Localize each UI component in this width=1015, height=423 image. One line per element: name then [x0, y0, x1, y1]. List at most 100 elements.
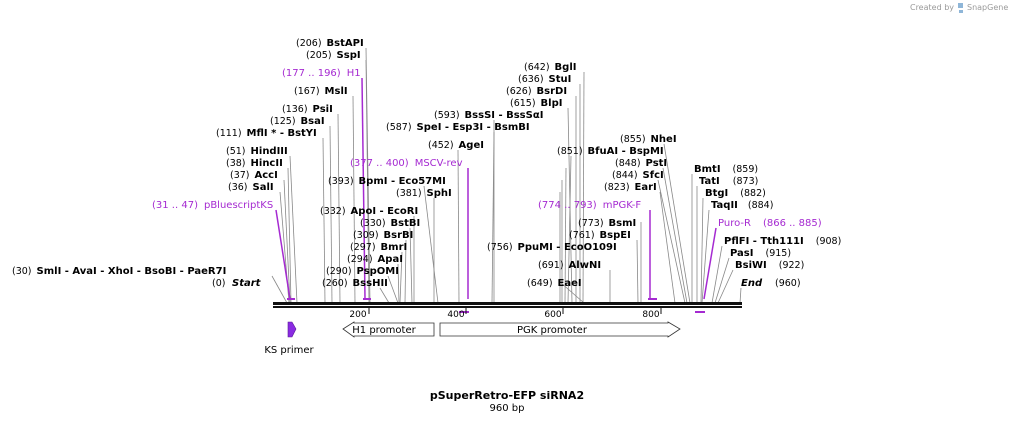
site-position: (330): [360, 218, 386, 229]
primer-name: Puro-R: [718, 218, 751, 229]
site-label[interactable]: (626)BsrDI: [506, 86, 567, 97]
primer-label-puro-r[interactable]: Puro-R(866 .. 885): [718, 218, 822, 229]
site-position: (848): [615, 158, 641, 169]
primer-connector-h1: [361, 77, 366, 300]
pgk-promoter-arrow: [439, 321, 681, 338]
ruler-label: 600: [544, 310, 561, 320]
feature-ks-primer[interactable]: KS primer: [264, 321, 315, 356]
site-position: (922): [779, 260, 805, 271]
ruler-label: 200: [349, 310, 366, 320]
site-position: (823): [604, 182, 630, 193]
ruler-label: 800: [642, 310, 659, 320]
site-label[interactable]: (125)BsaI: [270, 116, 325, 127]
site-label[interactable]: (38) HincII: [226, 158, 283, 169]
primer-label-pbluescriptks[interactable]: (31 .. 47)pBluescriptKS: [152, 200, 273, 211]
site-label[interactable]: (111)MflI * - BstYI: [216, 128, 317, 139]
site-label[interactable]: BtgI(882): [705, 188, 766, 199]
site-label[interactable]: (855)NheI: [620, 134, 677, 145]
site-label[interactable]: (136)PsiI: [282, 104, 333, 115]
plasmid-name: pSuperRetro-EFP siRNA2: [430, 389, 584, 402]
site-position: (773): [578, 218, 604, 229]
connector-line: [663, 143, 691, 304]
site-label[interactable]: BmtI(859): [694, 164, 758, 175]
site-label[interactable]: (332)ApoI - EcoRI: [320, 206, 418, 217]
site-label[interactable]: (593)BssSI - BssSαI: [434, 110, 543, 121]
site-position: (136): [282, 104, 308, 115]
site-label[interactable]: (297)BmrI: [350, 242, 407, 253]
site-name: TatI: [699, 176, 720, 187]
site-name: SspI: [337, 50, 361, 61]
site-label[interactable]: TaqII(884): [711, 200, 773, 211]
site-position: (167): [294, 86, 320, 97]
site-label[interactable]: (30)SmlI - AvaI - XhoI - BsoBI - PaeR7I: [12, 266, 226, 277]
site-label[interactable]: (393)BpmI - Eco57MI: [328, 176, 446, 187]
backbone-top-strand: [273, 302, 742, 305]
site-label[interactable]: (309)BsrBI: [353, 230, 413, 241]
site-position: (884): [748, 200, 774, 211]
site-label[interactable]: (381)SphI: [396, 188, 452, 199]
site-label[interactable]: (205)SspI: [306, 50, 361, 61]
site-label[interactable]: (290)PspOMI: [326, 266, 399, 277]
site-name: BlpI: [541, 98, 563, 109]
site-position: (206): [296, 38, 322, 49]
site-position: (38): [226, 158, 246, 169]
h1-promoter-label: H1 promoter: [352, 325, 416, 336]
primer-markers: [287, 298, 705, 313]
end-position: (960): [775, 278, 801, 289]
site-position: (332): [320, 206, 346, 217]
site-label[interactable]: (761)BspEI: [569, 230, 631, 241]
start-position: (0): [212, 278, 225, 289]
site-name: PstI: [646, 158, 668, 169]
primer-label-mpgk-f[interactable]: (774 .. 793)mPGK-F: [538, 200, 641, 211]
site-label[interactable]: PasI(915): [730, 248, 791, 259]
site-label[interactable]: (844)SfcI: [612, 170, 664, 181]
site-label[interactable]: (649)EaeI: [527, 278, 582, 289]
site-label[interactable]: (636)StuI: [518, 74, 571, 85]
ks-primer-label: KS primer: [264, 345, 314, 356]
connector-line: [329, 125, 333, 304]
site-label[interactable]: (167)MslI: [294, 86, 348, 97]
site-label[interactable]: (294)ApaI: [347, 254, 403, 265]
site-label[interactable]: (851)BfuAI - BspMI: [557, 146, 664, 157]
site-name: PflFI - Tth111I: [724, 236, 804, 247]
site-label[interactable]: (260)BssHII: [322, 278, 388, 289]
site-label[interactable]: (615)BlpI: [510, 98, 562, 109]
site-label[interactable]: PflFI - Tth111I (908): [724, 236, 841, 247]
feature-pgk-promoter[interactable]: PGK promoter: [439, 321, 681, 338]
site-position: (297): [350, 242, 376, 253]
site-name: BsrDI: [537, 86, 568, 97]
site-name: BsrBI: [384, 230, 414, 241]
site-label[interactable]: BsiWI(922): [735, 260, 804, 271]
site-label[interactable]: (37)AccI: [230, 170, 278, 181]
site-name: PpuMI - EcoO109I: [518, 242, 617, 253]
site-label[interactable]: (206)BstAPI: [296, 38, 364, 49]
site-label[interactable]: (642)BglI: [524, 62, 576, 73]
site-position: (36): [228, 182, 248, 193]
h1-promoter-arrow: [342, 321, 435, 338]
site-label[interactable]: TatI(873): [699, 176, 758, 187]
connector-line: [322, 137, 326, 304]
site-label[interactable]: (756)PpuMI - EcoO109I: [487, 242, 617, 253]
connector-line: [423, 185, 439, 304]
site-connectors: [271, 47, 742, 304]
site-label[interactable]: (848) PstI: [615, 158, 667, 169]
site-label[interactable]: (452)AgeI: [428, 140, 484, 151]
site-name: HincII: [251, 158, 283, 169]
site-label[interactable]: (587)SpeI - Esp3I - BsmBI: [386, 122, 530, 133]
site-name: EarI: [635, 182, 657, 193]
connector-line: [714, 257, 730, 304]
connector-line: [559, 281, 585, 304]
feature-h1-promoter[interactable]: H1 promoter: [342, 321, 435, 338]
site-label[interactable]: (36)SalI: [228, 182, 274, 193]
site-label[interactable]: (773)BsmI: [578, 218, 636, 229]
connector-line: [582, 71, 585, 304]
site-label[interactable]: (51)HindIII: [226, 146, 288, 157]
site-position: (915): [765, 248, 791, 259]
site-position: (908): [816, 236, 842, 247]
site-label[interactable]: (823) EarI: [604, 182, 657, 193]
site-label[interactable]: (330)BstBI: [360, 218, 420, 229]
site-label[interactable]: (691)AlwNI: [538, 260, 601, 271]
site-name: EaeI: [558, 278, 582, 289]
primer-label-h1[interactable]: (177 .. 196)H1: [282, 68, 361, 79]
primer-label-mscv-rev[interactable]: (377 .. 400)MSCV-rev: [350, 158, 463, 169]
